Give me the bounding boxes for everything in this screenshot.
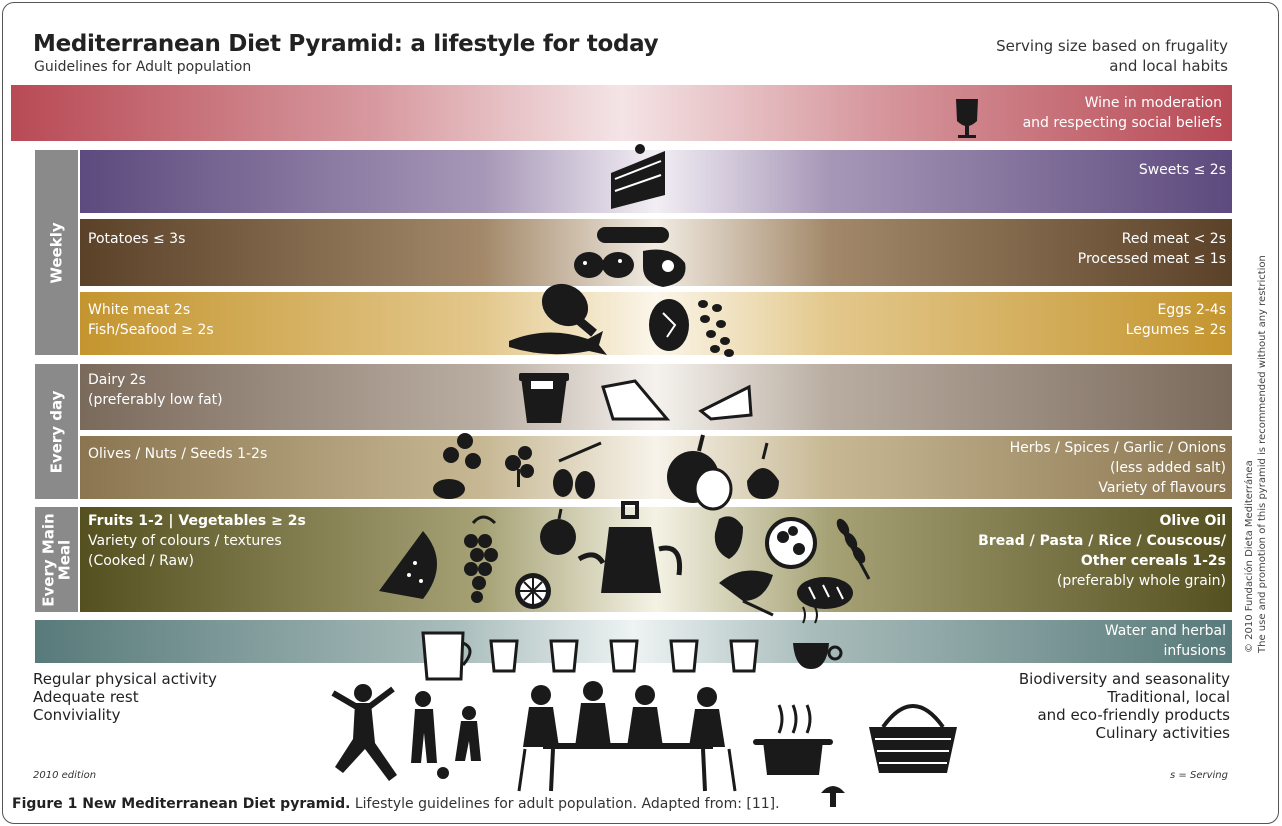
whole-grain-note: (preferably whole grain): [1056, 573, 1226, 589]
processed-meat-label: Processed meat ≤ 1s: [1077, 251, 1226, 267]
legumes-icon: [698, 300, 734, 357]
dairy-note: (preferably low fat): [88, 392, 223, 408]
physical-activity-label: Regular physical activity: [33, 670, 217, 688]
water-glasses-icon: [489, 639, 759, 673]
red-meat-label: Red meat < 2s: [1121, 231, 1226, 247]
figure-caption: Figure 1 New Mediterranean Diet pyramid.…: [12, 796, 780, 812]
olive-oil-label: Olive Oil: [1159, 513, 1227, 529]
legumes-label: Legumes ≥ 2s: [1125, 322, 1226, 338]
lifestyle-left: Regular physical activity Adequate rest …: [33, 670, 217, 724]
herbal-infusions-label: infusions: [1163, 643, 1226, 659]
food-illustrations: [331, 99, 978, 807]
bread-pasta-label: Bread / Pasta / Rice / Couscous/: [978, 533, 1226, 549]
colours-textures-note: Variety of colours / textures: [88, 533, 282, 549]
main-meal-band: Fruits 1-2 | Vegetables ≥ 2s Variety of …: [80, 507, 1232, 612]
bread-icon: [797, 577, 853, 609]
olives-label: Olives / Nuts / Seeds 1-2s: [88, 446, 268, 462]
pyramid-title: Mediterranean Diet Pyramid: a lifestyle …: [33, 31, 659, 57]
cooked-raw-note: (Cooked / Raw): [88, 553, 195, 569]
chard-icon: [719, 570, 774, 617]
fish-icon: [509, 331, 607, 355]
apple-icon: [540, 508, 576, 555]
wheat-icon: [836, 518, 871, 580]
fruits-vegetables-label: Fruits 1-2 | Vegetables ≥ 2s: [88, 513, 306, 529]
potatoes-label: Potatoes ≤ 3s: [88, 231, 186, 247]
cheese-icon: [601, 379, 753, 421]
white-meat-band: White meat 2s Fish/Seafood ≥ 2s Eggs 2-4…: [80, 292, 1232, 355]
caption-text: Lifestyle guidelines for adult populatio…: [350, 796, 780, 812]
grapes-icon: [464, 515, 498, 603]
onion-icon: [667, 434, 733, 511]
sweets-label: Sweets ≤ 2s: [1138, 162, 1226, 178]
tea-cup-icon: [793, 606, 843, 669]
conviviality-label: Conviviality: [33, 706, 121, 724]
wine-glass-icon: [956, 99, 978, 138]
biodiversity-label: Biodiversity and seasonality: [1018, 670, 1230, 688]
serving-size-note: Serving size based on frugality and loca…: [996, 37, 1228, 75]
wine-note: and respecting social beliefs: [1022, 115, 1222, 131]
fish-label: Fish/Seafood ≥ 2s: [88, 322, 214, 338]
olives-icon: [553, 441, 602, 499]
herbs-salt-note: (less added salt): [1109, 460, 1226, 476]
mushroom-icon: [821, 786, 845, 807]
edition-label: 2010 edition: [33, 770, 97, 781]
eggs-label: Eggs 2-4s: [1157, 302, 1226, 318]
dairy-label: Dairy 2s: [88, 372, 146, 388]
culinary-activities-label: Culinary activities: [1095, 724, 1230, 742]
chicken-leg-icon: [541, 283, 597, 337]
adequate-rest-label: Adequate rest: [33, 688, 139, 706]
sausage-icon: [597, 227, 669, 243]
pyramid-subtitle: Guidelines for Adult population: [34, 59, 252, 75]
garlic-icon: [747, 442, 779, 499]
basket-icon: [869, 704, 957, 773]
white-meat-label: White meat 2s: [88, 302, 191, 318]
caption-title: Figure 1 New Mediterranean Diet pyramid.: [12, 796, 351, 812]
egg-icon: [649, 299, 689, 351]
weekly-tab: Weekly: [35, 150, 78, 355]
water-jug-icon: [421, 631, 472, 681]
every-day-tab: Every day: [35, 364, 78, 499]
herbs-label: Herbs / Spices / Garlic / Onions: [1009, 440, 1226, 456]
olives-band: Olives / Nuts / Seeds 1-2s Herbs / Spice…: [80, 436, 1232, 499]
orange-slice-icon: [515, 573, 551, 609]
parsley-icon: [505, 446, 534, 487]
wine-label: Wine in moderation: [1084, 95, 1222, 111]
potatoes-icon: [574, 252, 634, 278]
cauliflower-icon: [765, 517, 817, 569]
watermelon-icon: [379, 531, 437, 599]
physical-activity-icon: [331, 684, 481, 781]
herbs-flavours-note: Variety of flavours: [1098, 480, 1226, 496]
eco-friendly-label: and eco-friendly products: [1037, 706, 1230, 724]
water-label: Water and herbal: [1104, 623, 1226, 639]
wine-band: Wine in moderation and respecting social…: [11, 85, 1232, 141]
cake-icon: [611, 144, 665, 209]
conviviality-dining-icon: [517, 681, 737, 792]
steak-icon: [643, 249, 686, 287]
cooking-pot-icon: [753, 704, 833, 775]
olive-oil-bottle-icon: [577, 501, 683, 593]
artichoke-icon: [714, 516, 743, 559]
yogurt-icon: [519, 373, 569, 423]
other-cereals-label: Other cereals 1-2s: [1080, 553, 1226, 569]
traditional-label: Traditional, local: [1107, 688, 1230, 706]
nuts-icon: [433, 433, 481, 499]
serving-key-label: s = Serving: [1170, 770, 1228, 781]
lifestyle-right: Biodiversity and seasonality Traditional…: [1019, 670, 1230, 742]
